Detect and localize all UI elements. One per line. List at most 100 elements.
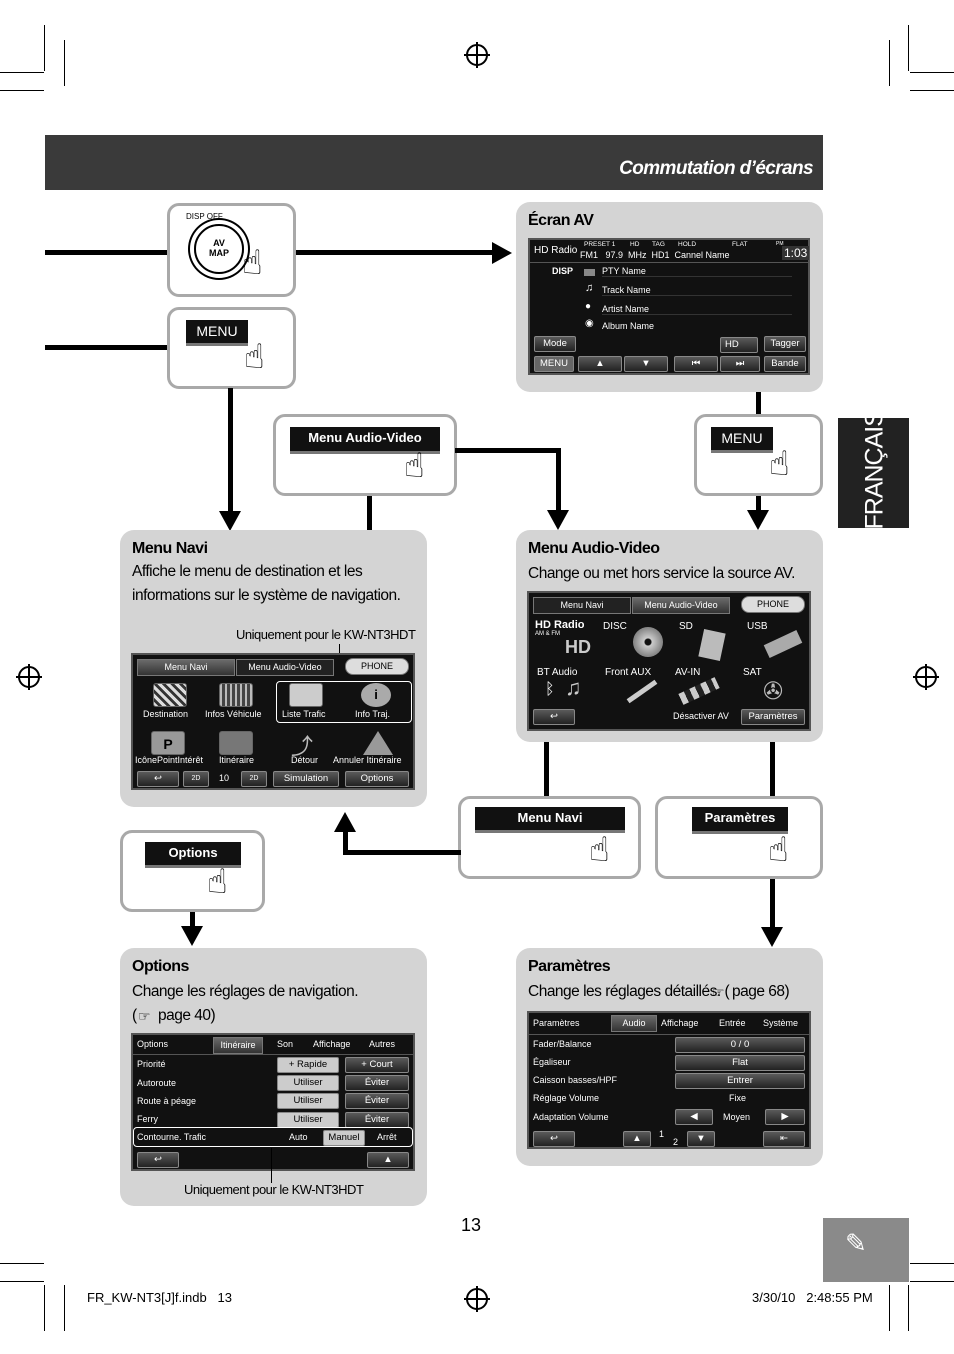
source-disc[interactable]: DISC xyxy=(603,621,627,632)
hand-pointer-icon: ☝ xyxy=(404,447,425,485)
page-reference-icon: ☞ xyxy=(712,984,725,1000)
menu-button[interactable]: MENU xyxy=(186,320,248,346)
previous-button[interactable]: ⏮ xyxy=(674,356,718,372)
source-sat[interactable]: SAT xyxy=(743,667,762,678)
mode-button[interactable]: Mode xyxy=(534,336,576,352)
tab-itineraire[interactable]: Itinéraire xyxy=(213,1037,263,1054)
hd-logo-icon: HD xyxy=(565,637,591,657)
desactiver-av-button[interactable]: Désactiver AV xyxy=(673,711,729,721)
caisson-label: Caisson basses/HPF xyxy=(533,1075,618,1085)
next-button[interactable]: ⏭ xyxy=(720,356,760,372)
options-desc-line1: Change les réglages de navigation. xyxy=(132,983,359,1000)
tab-menu-navi-av[interactable]: Menu Navi xyxy=(533,597,631,614)
parametres-screen-button[interactable]: Paramètres xyxy=(741,709,805,725)
up-arrow-button[interactable]: ▲ xyxy=(578,356,622,372)
phone-button[interactable]: PHONE xyxy=(345,658,409,675)
arrow-to-menu-navi-up xyxy=(334,812,356,832)
menu-callout-left: MENU ☝ xyxy=(167,307,296,389)
registration-mark-left xyxy=(16,664,42,690)
flat-indicator: FLAT xyxy=(732,241,748,248)
parametres-desc: Change les réglages détaillés. ( xyxy=(528,983,730,1000)
autoroute-eviter-button[interactable]: Éviter xyxy=(345,1075,409,1091)
section-header: Commutation d’écrans xyxy=(45,135,823,190)
tab-menu-audio-video[interactable]: Menu Audio-Video xyxy=(236,659,334,676)
contourne-auto-button[interactable]: Auto xyxy=(289,1132,308,1142)
ferry-utiliser-button[interactable]: Utiliser xyxy=(277,1112,339,1128)
autoroute-utiliser-button[interactable]: Utiliser xyxy=(277,1075,339,1091)
back-button-options[interactable]: ↩ xyxy=(137,1152,179,1168)
detour-icon[interactable]: ⤴ xyxy=(291,734,314,759)
poi-icon[interactable]: P xyxy=(151,731,185,755)
peage-eviter-button[interactable]: Éviter xyxy=(345,1093,409,1109)
source-av-in[interactable]: AV-IN xyxy=(675,667,701,678)
fader-balance-value[interactable]: 0 / 0 xyxy=(675,1037,805,1053)
tab-son[interactable]: Son xyxy=(277,1039,294,1049)
av-cable-icon xyxy=(678,677,720,705)
traffic-list-icon[interactable] xyxy=(289,683,323,707)
registration-mark-top xyxy=(464,42,490,68)
page-down-button[interactable]: ▼ xyxy=(687,1131,715,1147)
source-hd-radio[interactable]: HD Radio xyxy=(535,619,585,631)
cancel-route-icon[interactable] xyxy=(363,731,393,755)
back-button-param[interactable]: ↩ xyxy=(533,1131,575,1147)
tab-menu-audio-video-av[interactable]: Menu Audio-Video xyxy=(632,597,730,614)
source-sd[interactable]: SD xyxy=(679,621,693,632)
phone-button-av[interactable]: PHONE xyxy=(741,596,805,613)
ferry-eviter-button[interactable]: Éviter xyxy=(345,1112,409,1128)
map-button-options[interactable]: ▲ xyxy=(367,1152,409,1168)
down-arrow-button[interactable]: ▼ xyxy=(624,356,668,372)
tagger-button[interactable]: Tagger xyxy=(764,336,806,352)
simulation-button[interactable]: Simulation xyxy=(273,771,339,787)
hand-pointer-icon: ☝ xyxy=(768,831,789,869)
menu-screen-button[interactable]: MENU xyxy=(534,356,574,372)
egaliseur-value[interactable]: Flat xyxy=(675,1055,805,1071)
arrow-to-parametres xyxy=(761,927,783,947)
caisson-value[interactable]: Entrer xyxy=(675,1073,805,1089)
page-up-button[interactable]: ▲ xyxy=(623,1131,651,1147)
hold-indicator: HOLD xyxy=(678,241,697,248)
menu-av-panel: Menu Audio-Video Change ou met hors serv… xyxy=(516,530,823,742)
tab-entree[interactable]: Entrée xyxy=(719,1018,746,1028)
hd-search-button[interactable]: HD xyxy=(720,337,758,353)
options-screen-button[interactable]: Options xyxy=(345,771,409,787)
source-bt-audio[interactable]: BT Audio xyxy=(537,667,578,678)
menu-audio-video-button[interactable]: Menu Audio-Video xyxy=(290,427,440,454)
page-number: 13 xyxy=(461,1215,482,1235)
menu-navi-button[interactable]: Menu Navi xyxy=(475,807,625,833)
tab-affichage-param[interactable]: Affichage xyxy=(661,1018,699,1028)
tab-autres[interactable]: Autres xyxy=(369,1039,396,1049)
rapide-button[interactable]: + Rapide xyxy=(277,1057,339,1073)
contourne-arret-button[interactable]: Arrêt xyxy=(377,1132,397,1142)
menu-button-right[interactable]: MENU xyxy=(711,427,773,453)
adaptation-right-button[interactable]: ▶ xyxy=(765,1109,805,1125)
destination-icon[interactable] xyxy=(153,683,187,707)
trip-info-icon[interactable]: i xyxy=(361,683,391,707)
parametres-button[interactable]: Paramètres xyxy=(692,807,788,834)
exit-button-param[interactable]: ⇤ xyxy=(763,1131,805,1147)
disp-button[interactable]: DISP xyxy=(552,266,574,276)
disp-off-label: DISP OFF xyxy=(186,212,223,221)
vehicle-info-icon[interactable] xyxy=(219,683,253,707)
court-button[interactable]: + Court xyxy=(345,1057,409,1073)
adaptation-left-button[interactable]: ◀ xyxy=(675,1109,713,1125)
route-icon[interactable] xyxy=(219,731,253,755)
contourne-trafic-highlight xyxy=(133,1127,413,1147)
zoom-in-button[interactable]: 2D xyxy=(241,771,267,787)
source-usb[interactable]: USB xyxy=(747,621,768,632)
tab-audio[interactable]: Audio xyxy=(611,1015,657,1032)
bande-button[interactable]: Bande xyxy=(764,356,806,372)
peage-utiliser-button[interactable]: Utiliser xyxy=(277,1093,339,1109)
zoom-out-button[interactable]: 2D xyxy=(183,771,209,787)
tab-affichage[interactable]: Affichage xyxy=(313,1039,351,1049)
aux-cable-icon xyxy=(626,679,658,704)
menu-navi-callout: Menu Navi ☝ xyxy=(458,796,641,879)
tab-menu-navi[interactable]: Menu Navi xyxy=(137,659,235,676)
source-front-aux[interactable]: Front AUX xyxy=(605,667,652,678)
tab-systeme[interactable]: Système xyxy=(763,1018,799,1028)
options-button[interactable]: Options xyxy=(145,842,241,868)
back-button[interactable]: ↩ xyxy=(137,771,179,787)
back-button-av[interactable]: ↩ xyxy=(533,709,575,725)
options-screen: Options Itinéraire Son Affichage Autres … xyxy=(131,1033,415,1171)
contourne-manuel-button[interactable]: Manuel xyxy=(323,1130,365,1146)
av-map-button[interactable]: AV MAP xyxy=(194,224,244,274)
